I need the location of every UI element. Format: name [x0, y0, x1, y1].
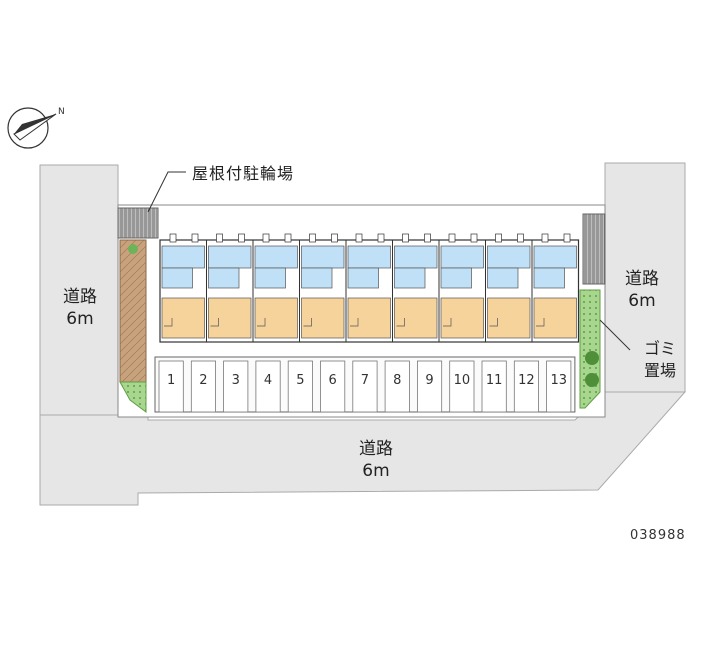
parking-slot: [255, 360, 281, 413]
parking-slot-number: 13: [550, 373, 568, 388]
tree-right-1: [585, 351, 599, 365]
bike-shelter-left: [117, 207, 159, 239]
parking-slot-number: 12: [518, 373, 535, 388]
dirt-strip: [119, 239, 147, 383]
road-right-label: 道路 6m: [625, 269, 659, 311]
tree-right-2: [585, 373, 599, 387]
parking-slot-number: 8: [393, 373, 402, 388]
bicycle-parking-label: 屋根付駐輪場: [192, 164, 295, 183]
parking-slot-number: 10: [453, 373, 471, 388]
parking-slot: [190, 360, 217, 413]
road-left-label: 道路 6m: [63, 287, 97, 329]
parking-lot: [154, 356, 576, 413]
road-bottom: [39, 391, 687, 506]
parking-slot-number: 9: [425, 373, 434, 388]
parking-slot: [352, 360, 378, 413]
parking-slot-number: 1: [167, 373, 176, 388]
parking-slot-number: 2: [199, 373, 208, 388]
parking-slot: [546, 360, 572, 413]
bike-label-leader: [147, 171, 186, 213]
bike-shelter-right: [582, 213, 606, 285]
apartment-unit: [252, 233, 298, 342]
apartment-unit: [438, 233, 484, 342]
apartment-unit: [392, 233, 438, 342]
apartment-unit: [159, 233, 205, 342]
apartment-unit: [531, 233, 577, 342]
parking-slot: [223, 360, 249, 413]
parking-slot: [320, 360, 346, 413]
greenery-right: [579, 289, 601, 409]
apartment-unit: [299, 233, 345, 342]
parking-slot: [481, 360, 507, 413]
parking-slot: [513, 360, 539, 413]
property-id: 038988: [630, 528, 686, 543]
apartment-unit: [485, 233, 531, 342]
parking-slot: [416, 360, 443, 413]
greenery-left: [119, 381, 147, 413]
parking-slot-number: 7: [360, 373, 370, 388]
parking-slot-number: 6: [328, 373, 337, 388]
parking-slot-number: 5: [296, 373, 305, 388]
compass-north-mark: N: [58, 107, 65, 117]
parking-slot: [384, 360, 410, 413]
parking-slot: [287, 360, 313, 413]
parking-slot-number: 11: [485, 373, 503, 388]
garbage-area-label: ゴミ 置場: [643, 339, 676, 380]
apartment-unit: [345, 233, 391, 342]
parking-slot-number: 4: [263, 373, 273, 388]
parking-slot-number: 3: [231, 373, 240, 388]
compass-icon: N: [7, 107, 65, 149]
apartment-unit: [206, 233, 252, 342]
parking-slot: [158, 360, 184, 413]
road-bottom-label: 道路 6m: [359, 439, 393, 481]
shrub-top-left: [128, 244, 138, 254]
apartment-building: [159, 233, 580, 343]
parking-slot: [449, 360, 475, 413]
garbage-leader: [599, 319, 631, 351]
